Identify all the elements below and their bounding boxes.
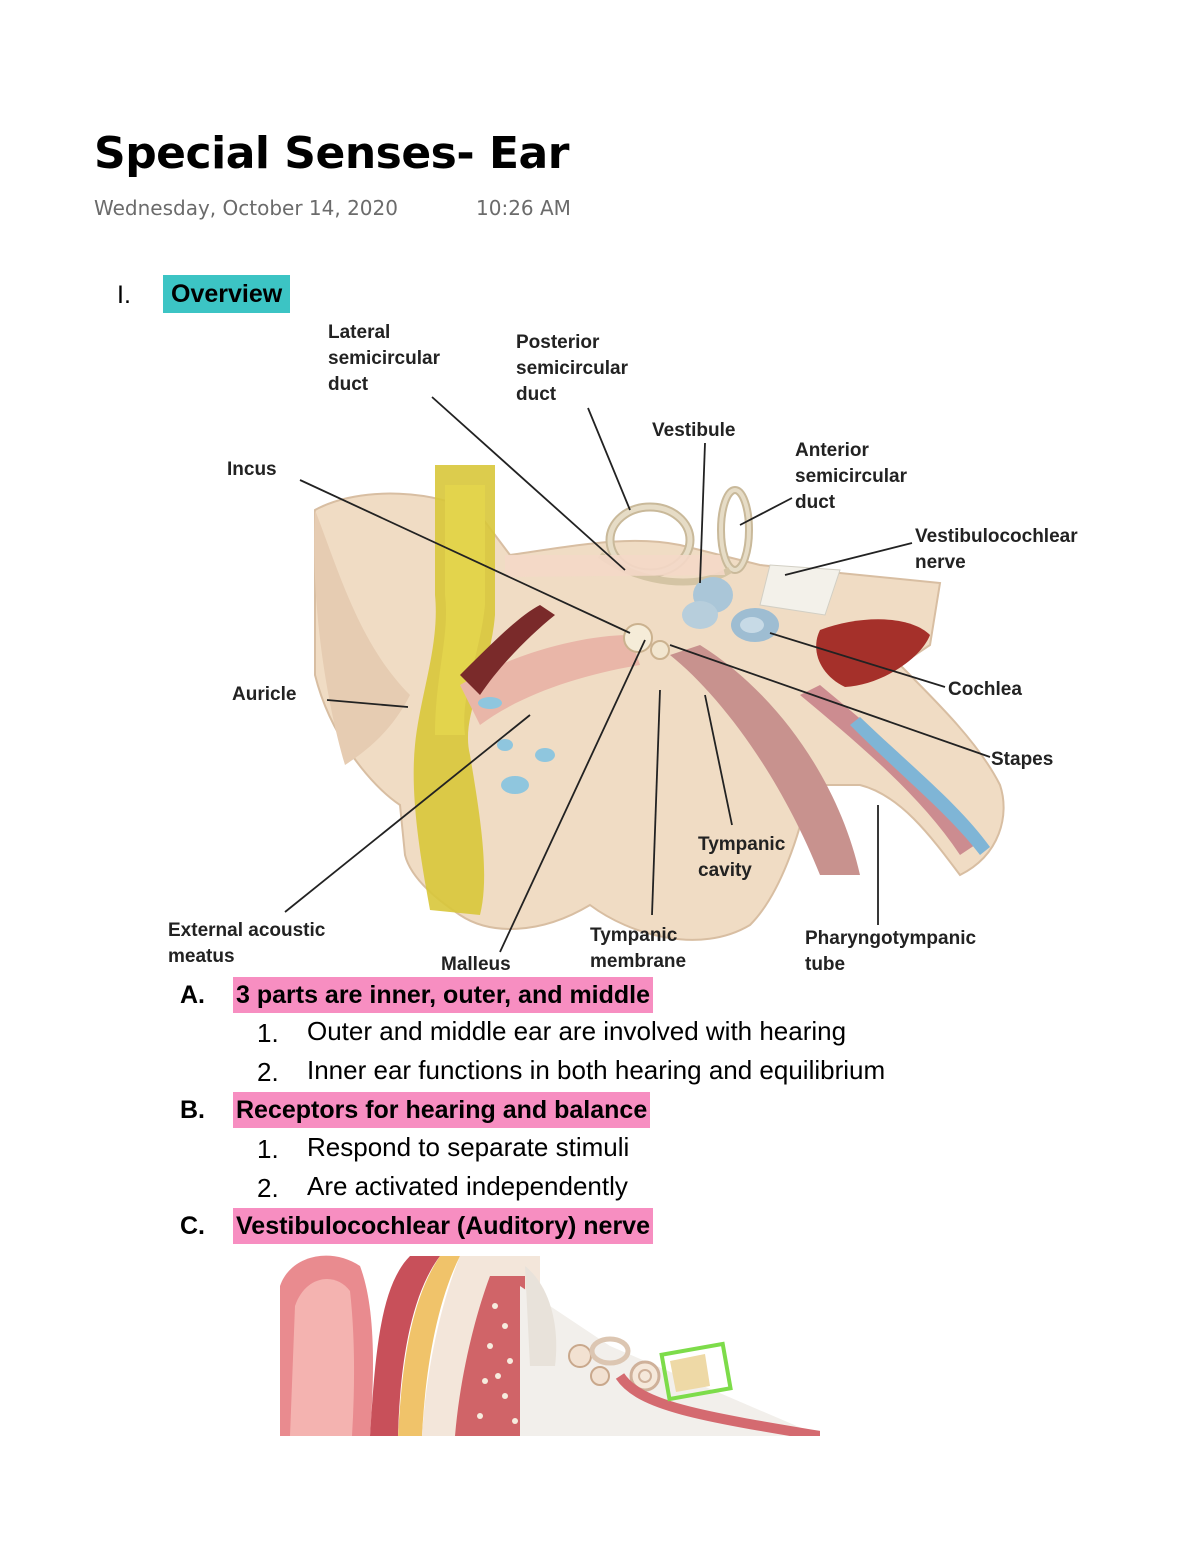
- label-auricle: Auricle: [232, 684, 296, 705]
- outline-a-item-1: Outer and middle ear are involved with h…: [307, 1016, 847, 1046]
- section-numeral: I.: [117, 281, 131, 309]
- outline-b-item-1: Respond to separate stimuli: [307, 1132, 630, 1162]
- outline-b-item-2-num: 2.: [257, 1173, 279, 1203]
- outline-a-item-1-num: 1.: [257, 1018, 279, 1048]
- outline-heading-a: 3 parts are inner, outer, and middle: [233, 977, 654, 1013]
- label-malleus: Malleus: [441, 954, 511, 975]
- overview-heading: Overview: [163, 275, 291, 313]
- label-stapes: Stapes: [991, 749, 1053, 770]
- label-vestibule: Vestibule: [652, 420, 735, 441]
- note-date: Wednesday, October 14, 2020: [94, 196, 398, 220]
- outline-a-item-2: Inner ear functions in both hearing and …: [307, 1055, 886, 1085]
- outline-b-item-2: Are activated independently: [307, 1171, 628, 1201]
- inner-ear-illustration: [280, 1246, 820, 1436]
- outline-letter-a: A.: [180, 981, 205, 1009]
- outline-a-item-2-num: 2.: [257, 1057, 279, 1087]
- nerve-highlight-box: [659, 1341, 733, 1402]
- outline-b-item-1-num: 1.: [257, 1134, 279, 1164]
- note-time: 10:26 AM: [476, 196, 571, 220]
- outline-heading-b: Receptors for hearing and balance: [233, 1092, 651, 1128]
- outline-letter-b: B.: [180, 1096, 205, 1124]
- outline-letter-c: C.: [180, 1212, 205, 1240]
- label-cochlea: Cochlea: [948, 679, 1022, 700]
- page-title: Special Senses- Ear: [94, 128, 569, 179]
- outline-heading-c: Vestibulocochlear (Auditory) nerve: [233, 1208, 653, 1244]
- label-incus: Incus: [227, 459, 277, 480]
